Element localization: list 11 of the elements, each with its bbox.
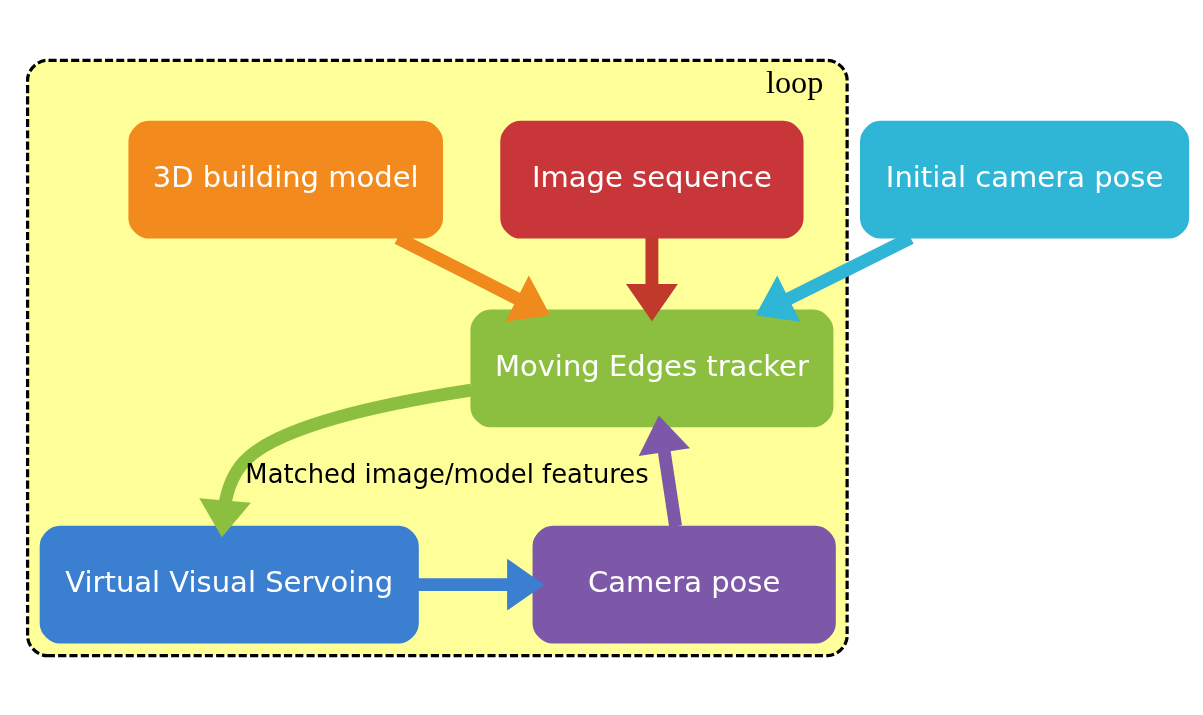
node-box: Virtual Visual Servoing bbox=[39, 525, 419, 644]
node-box: Initial camera pose bbox=[860, 120, 1190, 239]
node-box: 3D building model bbox=[128, 120, 443, 239]
arrow bbox=[638, 415, 690, 527]
node-box: Image sequence bbox=[500, 120, 804, 239]
node-box: Moving Edges tracker bbox=[470, 309, 834, 427]
arrow bbox=[199, 383, 473, 537]
arrow bbox=[625, 237, 678, 321]
arrow bbox=[418, 558, 545, 611]
edge-label: Matched image/model features bbox=[245, 458, 649, 489]
node-box: Camera pose bbox=[532, 525, 836, 644]
